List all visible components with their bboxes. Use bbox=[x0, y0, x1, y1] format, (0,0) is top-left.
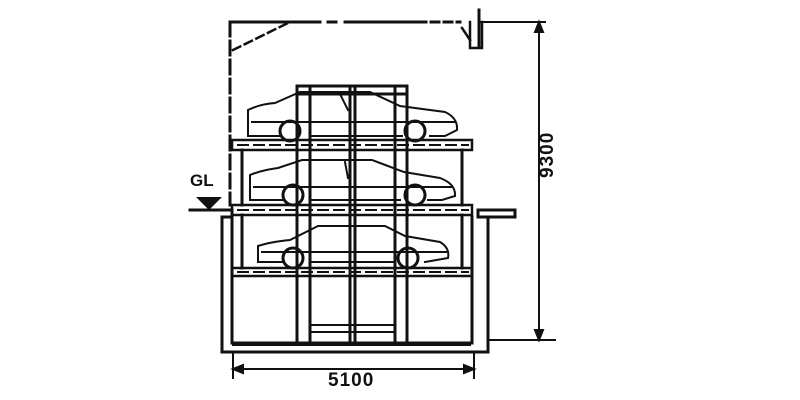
platforms bbox=[230, 138, 474, 278]
building-outline bbox=[228, 8, 546, 207]
lift-columns bbox=[295, 84, 409, 344]
upper-car bbox=[247, 91, 459, 143]
width-dimension-label: 5100 bbox=[328, 370, 375, 391]
ground-level-marker-icon bbox=[196, 197, 222, 210]
lower-car bbox=[257, 225, 450, 270]
ground-level-label: GL bbox=[190, 171, 214, 190]
height-dimension-label: 9300 bbox=[537, 131, 558, 178]
height-dimension-line bbox=[533, 19, 545, 343]
middle-car bbox=[249, 159, 457, 207]
pit-structure bbox=[188, 208, 556, 354]
width-dimension-line bbox=[230, 351, 477, 379]
